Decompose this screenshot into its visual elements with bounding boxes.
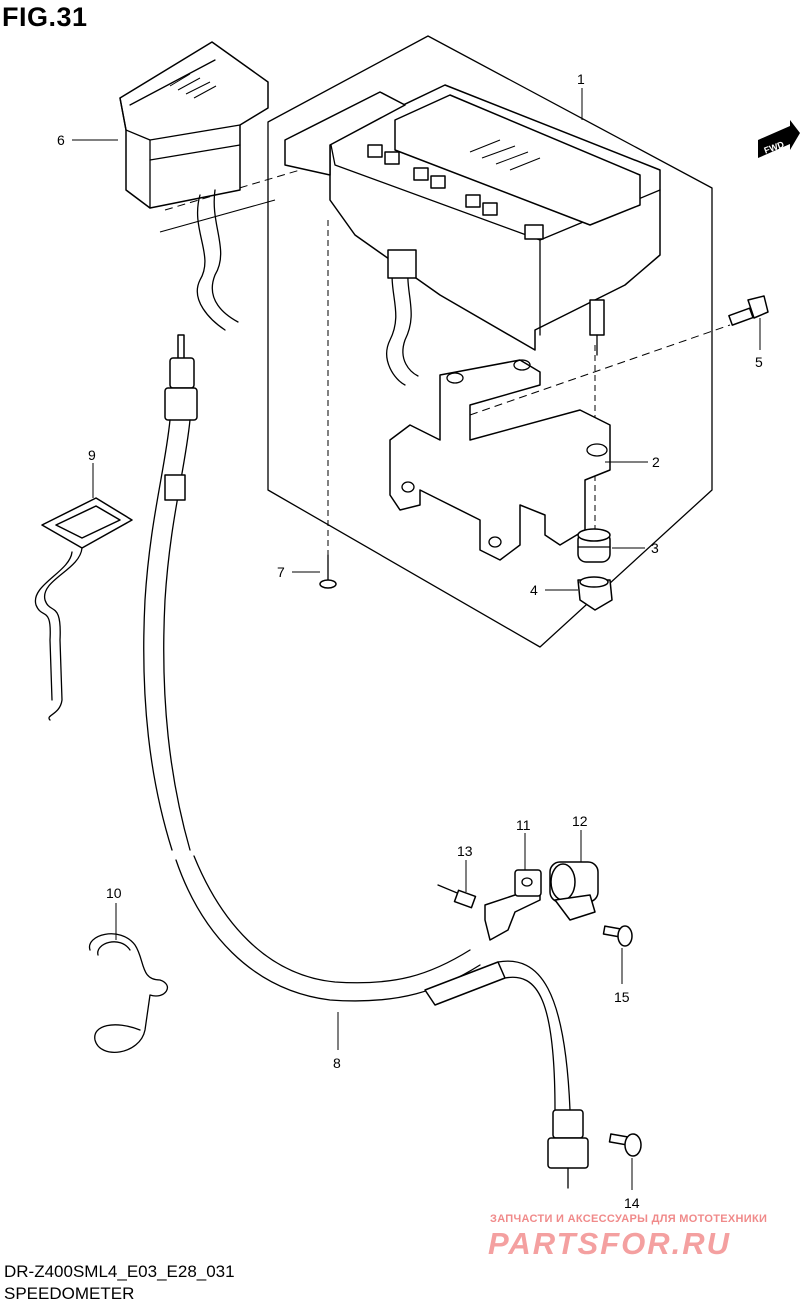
callout-12: 12 <box>572 813 588 829</box>
bolt-part-5 <box>728 295 769 326</box>
callout-6: 6 <box>57 132 65 148</box>
cable-guide-part-10 <box>89 933 169 1053</box>
callout-1: 1 <box>577 71 585 87</box>
speedometer-cable-part <box>143 334 589 1189</box>
screw-part-7 <box>319 554 337 589</box>
wire-clamp-part-9 <box>34 497 133 721</box>
fwd-arrow-icon: FWD <box>758 120 800 158</box>
callout-9: 9 <box>88 447 96 463</box>
callout-14: 14 <box>624 1195 640 1211</box>
diagram-subtitle: SPEEDOMETER <box>4 1284 135 1303</box>
callout-8: 8 <box>333 1055 341 1071</box>
callout-15: 15 <box>614 989 630 1005</box>
callout-7: 7 <box>277 564 285 580</box>
collar-nut-part <box>577 576 613 611</box>
screw-part-14 <box>608 1133 642 1157</box>
clamp-part-12 <box>549 861 599 921</box>
callout-13: 13 <box>457 843 473 859</box>
callout-4: 4 <box>530 582 538 598</box>
display-cover-part <box>119 41 269 331</box>
assembly-outline <box>267 35 713 648</box>
figure-title: FIG.31 <box>2 2 88 32</box>
callout-5: 5 <box>755 354 763 370</box>
callout-2: 2 <box>652 454 660 470</box>
model-code: DR-Z400SML4_E03_E28_031 <box>4 1262 235 1281</box>
grommet-part <box>577 528 611 563</box>
watermark-logo: PARTSFOR.RU <box>488 1226 732 1261</box>
callout-10: 10 <box>106 885 122 901</box>
plate-part-11 <box>484 869 542 941</box>
callout-11: 11 <box>516 817 531 833</box>
callouts: 1 2 3 4 5 6 7 8 9 10 11 12 13 14 15 <box>57 71 763 1211</box>
meter-body-part <box>284 84 661 386</box>
callout-3: 3 <box>651 540 659 556</box>
watermark-tagline: ЗАПЧАСТИ И АКСЕССУАРЫ ДЛЯ МОТОТЕХНИКИ <box>490 1213 768 1225</box>
bracket-part <box>389 359 611 561</box>
screw-part-15 <box>602 925 633 947</box>
rivet-part-13 <box>437 884 477 909</box>
